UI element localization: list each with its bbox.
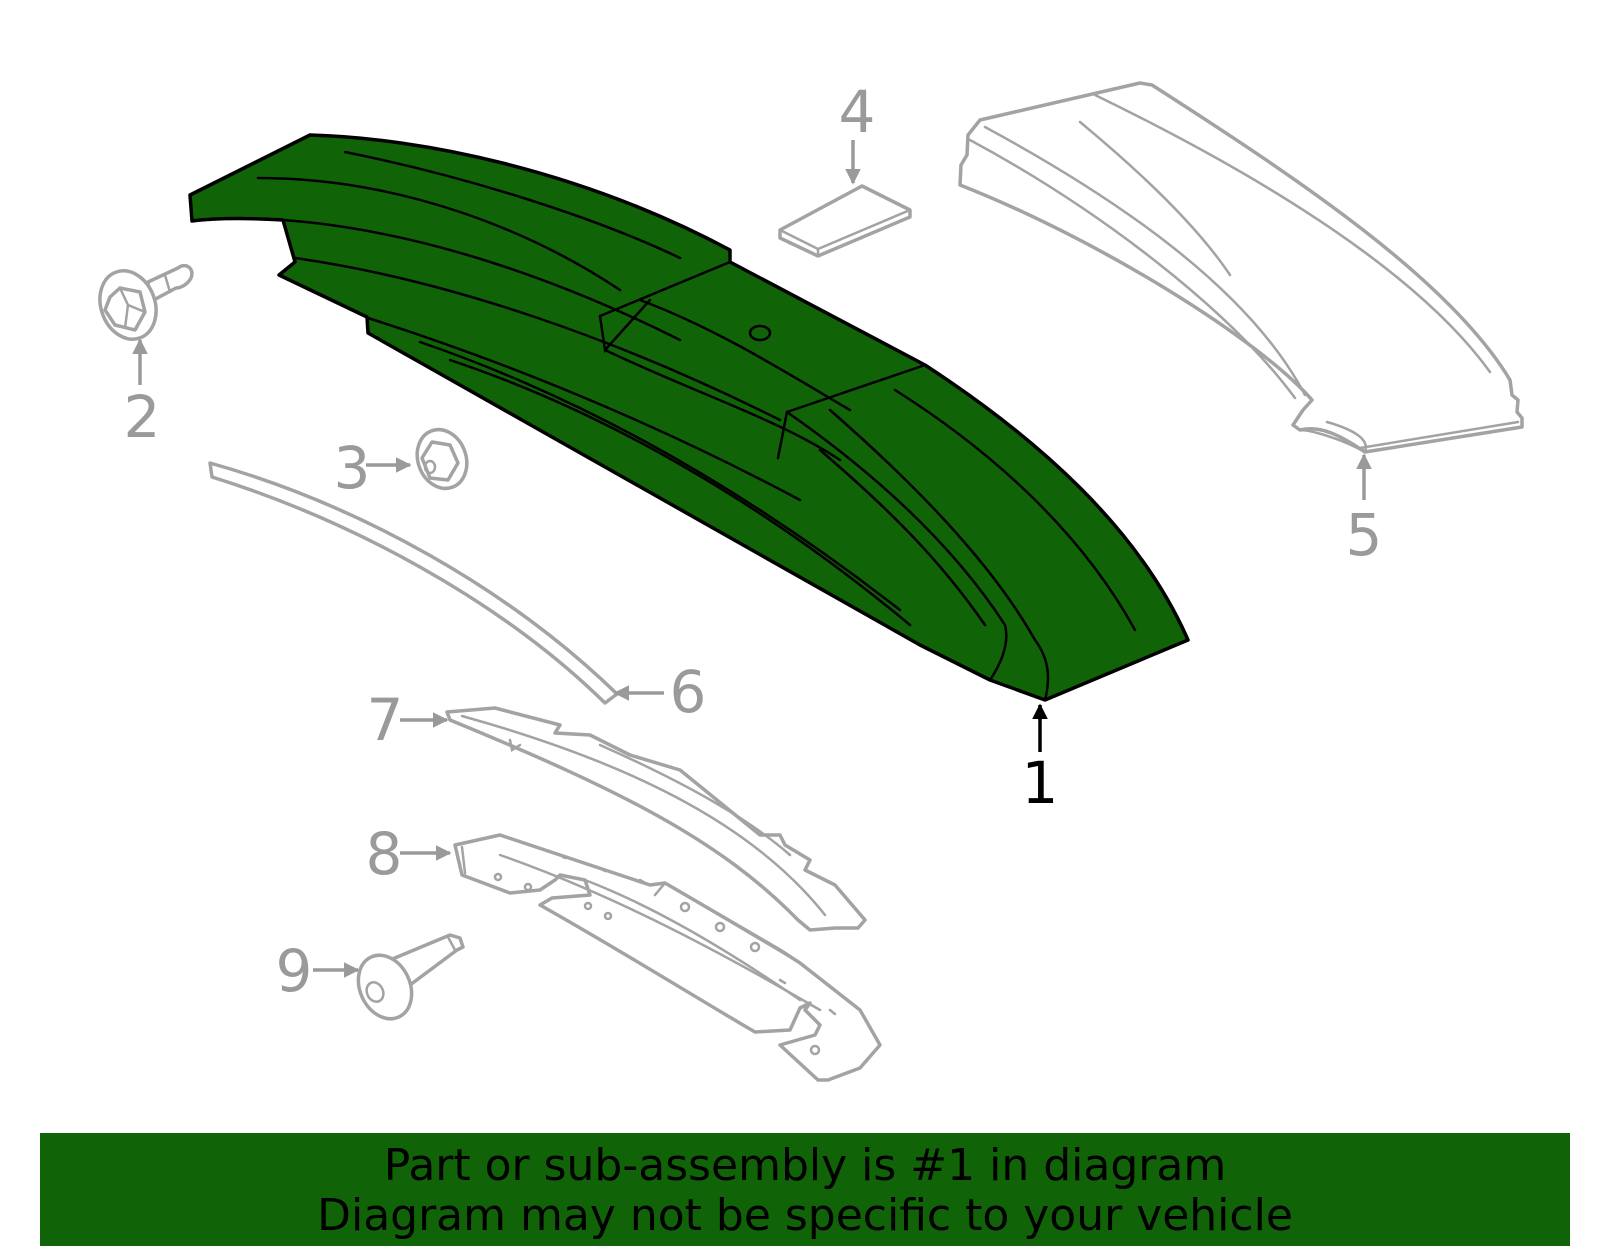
banner-line-2: Diagram may not be specific to your vehi… <box>317 1190 1293 1241</box>
callout-1[interactable]: 1 <box>1022 749 1059 817</box>
callout-9[interactable]: 9 <box>276 937 313 1005</box>
callout-3[interactable]: 3 <box>334 434 371 502</box>
callout-7[interactable]: 7 <box>367 686 404 754</box>
callout-4[interactable]: 4 <box>839 78 876 146</box>
part-5-cover[interactable] <box>958 81 1524 454</box>
part-8-reinforcement[interactable] <box>453 833 882 1082</box>
part-1-spoiler[interactable] <box>188 133 1190 702</box>
part-4-pad[interactable] <box>778 184 912 258</box>
callout-5[interactable]: 5 <box>1346 501 1383 569</box>
part-7-bracket[interactable] <box>445 706 867 932</box>
callout-8[interactable]: 8 <box>366 820 403 888</box>
leader-lines <box>132 140 1372 978</box>
spoiler-body <box>188 133 1190 702</box>
banner-line-1: Part or sub-assembly is #1 in diagram <box>383 1140 1227 1191</box>
spoiler-hole <box>748 324 772 342</box>
callout-2[interactable]: 2 <box>124 383 161 451</box>
part-3-nut[interactable] <box>409 423 475 496</box>
callout-6[interactable]: 6 <box>670 658 707 726</box>
info-banner: Part or sub-assembly is #1 in diagram Di… <box>40 1133 1570 1246</box>
part-6-strip[interactable] <box>208 461 619 705</box>
part-2-bolt[interactable] <box>91 263 194 347</box>
part-9-pin[interactable] <box>348 933 465 1027</box>
callout-labels: 1 2 3 4 5 6 7 8 9 <box>124 78 1383 1005</box>
